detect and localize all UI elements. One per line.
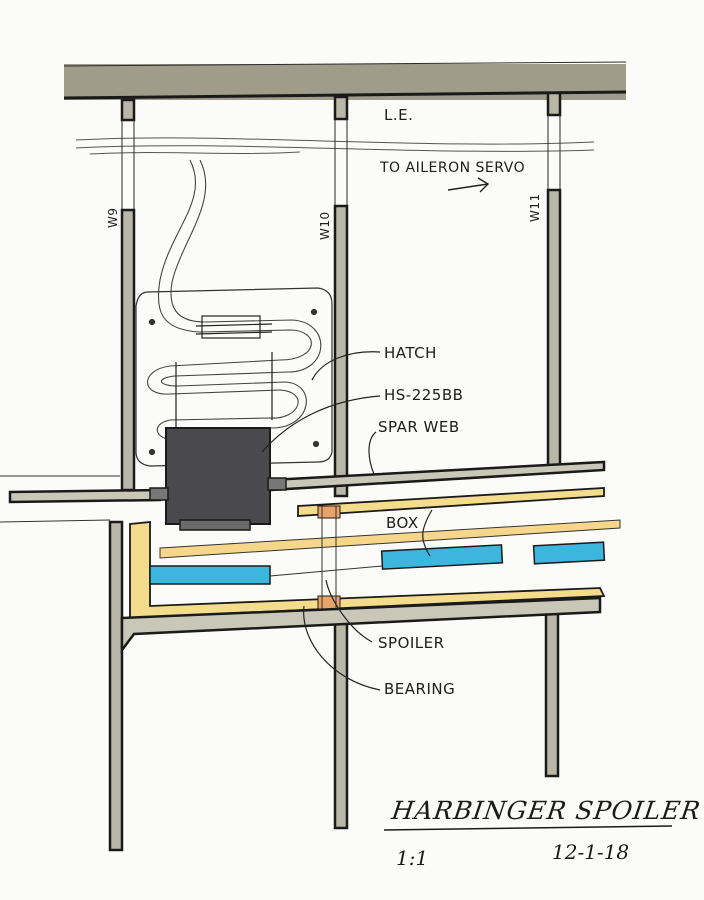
rib-w11-label: W11 [528,193,542,222]
box-label: BOX [386,514,419,532]
ribs-upper [120,91,562,122]
spoiler-blade [149,541,606,585]
spoiler-label: SPOILER [378,634,445,652]
leader-lines [261,351,433,691]
rib-w10-label: W10 [318,211,332,240]
bearing-label: BEARING [384,680,456,698]
title-underline [383,825,673,831]
drawing-title: HARBINGER SPOILER [389,796,703,825]
servo-body [149,427,287,531]
servo-cables [75,137,595,155]
servo-model-label: HS-225BB [384,386,464,404]
bearing [317,505,341,613]
hatch-label: HATCH [384,344,437,362]
hatch-bracket [175,315,273,432]
rib-w9-label: W9 [106,207,120,229]
ribs-thin [121,115,561,210]
to-aileron-servo-label: TO AILERON SERVO [380,160,526,176]
servo-wire-loops [146,159,322,441]
spoiler-box [129,487,621,619]
drawing-scale: 1:1 [396,846,429,870]
leading-edge-bar [63,61,627,100]
ribs-mid [120,188,562,498]
ribs-lower [108,520,602,852]
spar-web-label: SPAR WEB [378,418,460,436]
hatch-outline [135,287,333,467]
arrow-to-aileron [447,177,490,193]
leading-edge-label: L.E. [384,106,414,124]
drawing-date: 12-1-18 [552,840,630,864]
